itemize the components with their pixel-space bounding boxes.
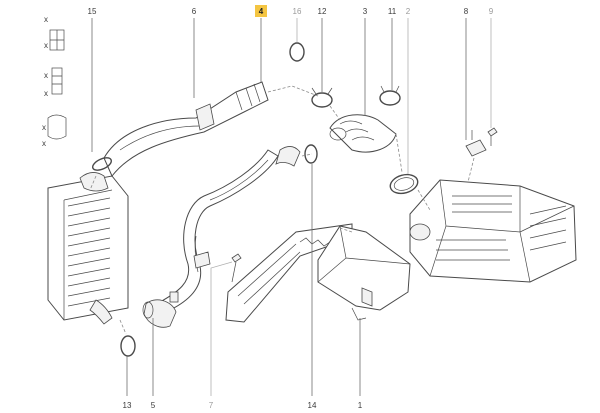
o-ring-16 (289, 42, 305, 62)
callout-4: 4 (259, 7, 264, 16)
clamp-legend-icon: x x (44, 15, 65, 51)
callout-5: 5 (151, 401, 156, 410)
hose-seal-left (91, 157, 113, 171)
upper-intake-hose (103, 81, 269, 177)
o-ring-upper-mid (304, 144, 318, 164)
bolt-legend-icon: x x (44, 67, 63, 98)
legend-mark: x (42, 123, 46, 132)
clamp-11 (379, 85, 401, 106)
legend-mark: x (42, 139, 46, 148)
callout-12: 12 (318, 7, 327, 16)
legend-mark: x (44, 89, 48, 98)
o-ring-13 (120, 335, 136, 357)
callout-6: 6 (192, 7, 197, 16)
lower-intake-hose (159, 146, 301, 311)
callout-2: 2 (406, 7, 411, 16)
elbow-5 (142, 299, 177, 328)
callout-7: 7 (209, 401, 214, 410)
bracket-clip (169, 291, 179, 303)
legend-icons: x x x x x x (42, 15, 67, 148)
bolt-7 (231, 253, 242, 283)
callout-13: 13 (123, 401, 132, 410)
callout-16: 16 (293, 7, 302, 16)
callout-14: 14 (308, 401, 317, 410)
air-duct-3 (329, 114, 397, 153)
callout-4-highlight: 4 (255, 5, 267, 17)
callout-8: 8 (464, 7, 469, 16)
seal-2 (389, 173, 419, 195)
intercooler (47, 172, 129, 325)
highlight-box (255, 5, 267, 17)
engine-block (409, 179, 577, 283)
air-box-1 (317, 225, 411, 321)
callout-9: 9 (489, 7, 494, 16)
callout-3: 3 (363, 7, 368, 16)
legend-mark: x (44, 15, 48, 24)
legend-mark: x (44, 71, 48, 80)
callout-15: 15 (88, 7, 97, 16)
legend-mark: x (44, 41, 48, 50)
bolt-9 (487, 127, 498, 146)
callout-1: 1 (358, 401, 363, 410)
hose-legend-icon: x x (42, 114, 67, 148)
sensor-8 (465, 130, 487, 157)
leader-lines (91, 18, 492, 396)
assembly-guide-lines (89, 85, 475, 335)
clamp-12 (311, 87, 333, 108)
callout-11: 11 (388, 7, 397, 16)
